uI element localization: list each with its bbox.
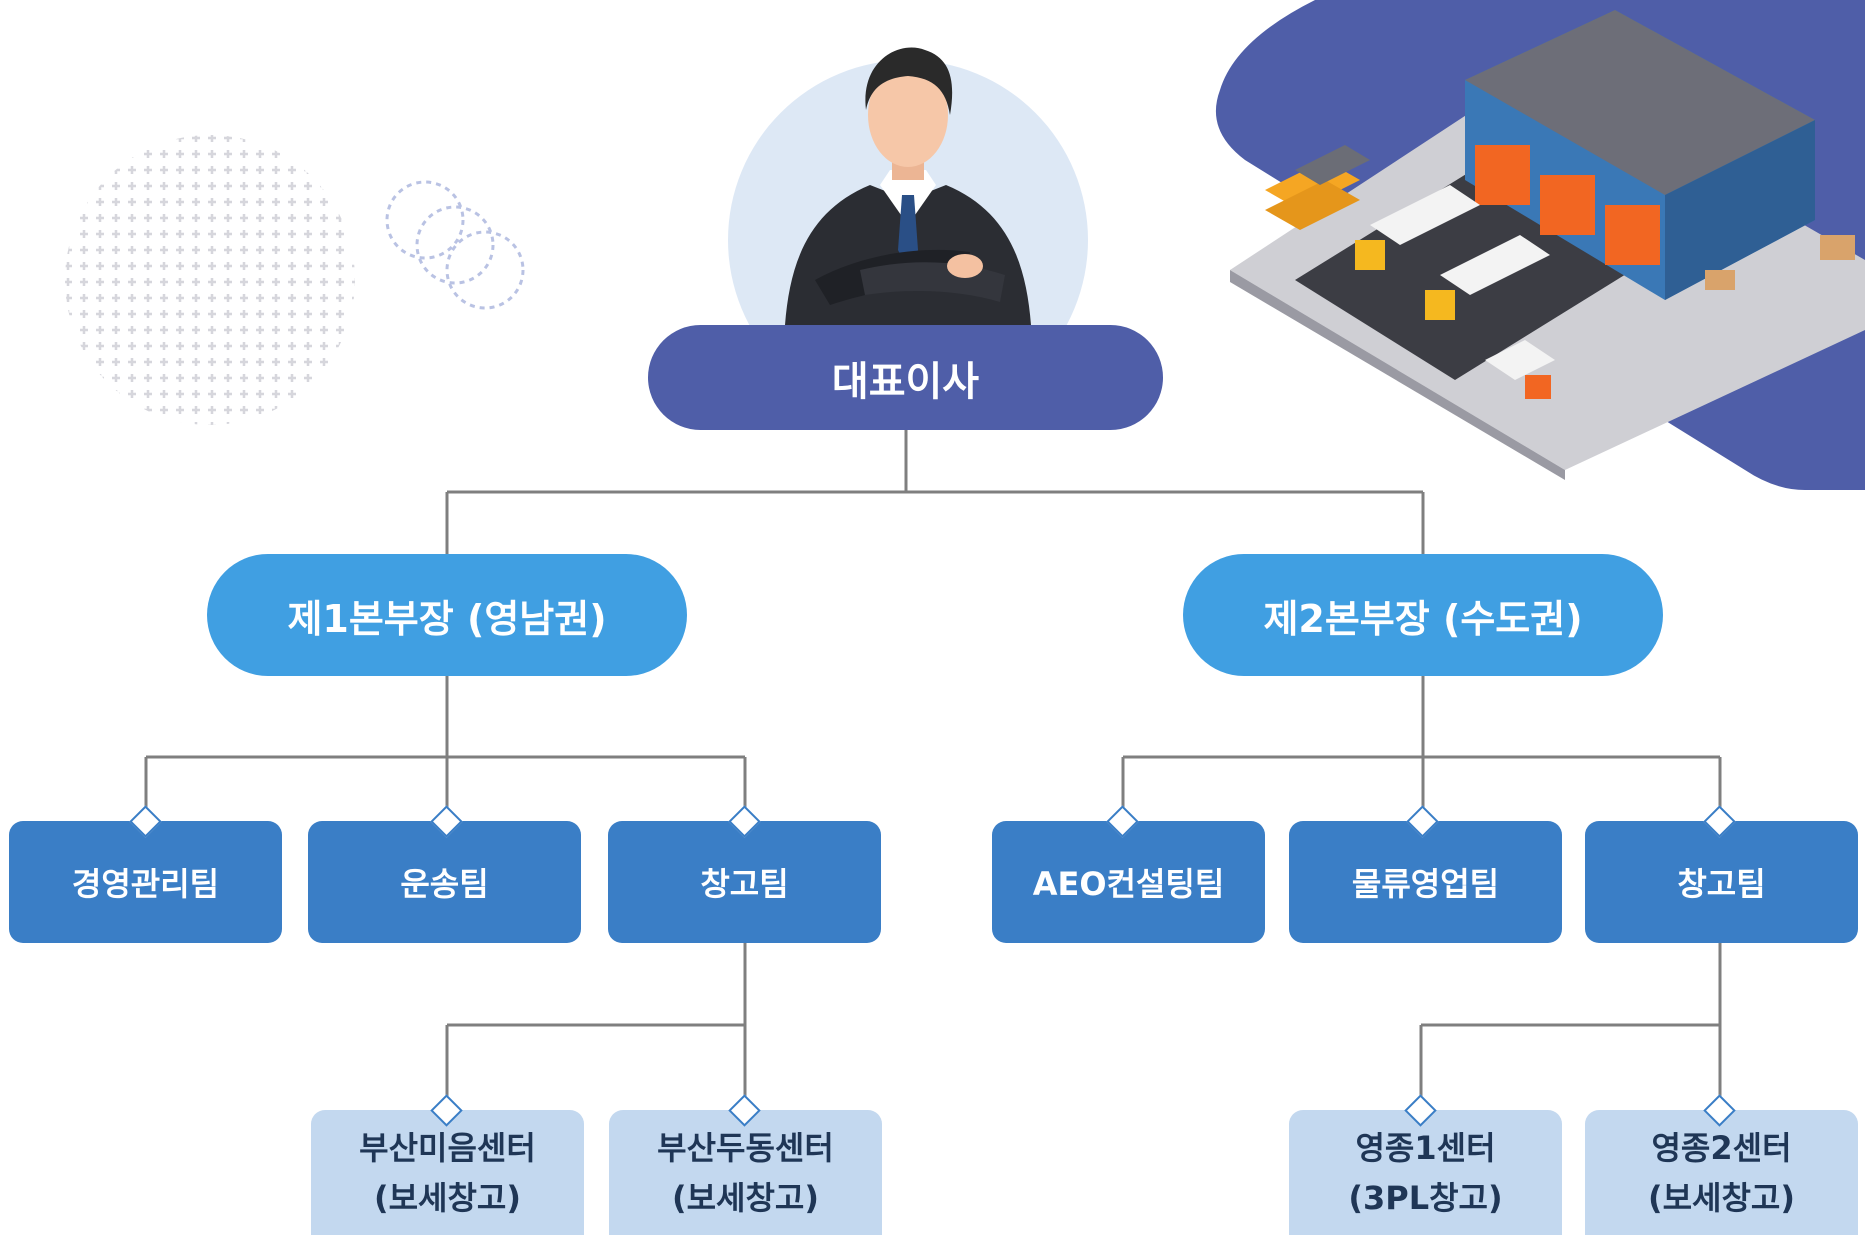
center-type: (3PL창고) (1348, 1178, 1503, 1217)
team-logistics-sales-node: 물류영업팀 (1289, 821, 1562, 943)
team-warehouse-2-node: 창고팀 (1585, 821, 1858, 943)
hq-yeongnam-node: 제1본부장 (영남권) (207, 554, 687, 676)
center-busan-mieum-node: 부산미음센터 (보세창고) (311, 1110, 584, 1235)
team-transport-node: 운송팀 (308, 821, 581, 943)
center-yeongjong-2-node: 영종2센터 (보세창고) (1585, 1110, 1858, 1235)
dashed-rings-decoration (385, 180, 525, 310)
center-type: (보세창고) (671, 1178, 819, 1217)
center-name: 부산두동센터 (657, 1128, 834, 1167)
dot-pattern-decoration (65, 135, 355, 425)
team-management-node: 경영관리팀 (9, 821, 282, 943)
center-name: 영종1센터 (1355, 1128, 1496, 1167)
center-type: (보세창고) (373, 1178, 521, 1217)
center-name: 영종2센터 (1651, 1128, 1792, 1167)
hq-sudogwon-node: 제2본부장 (수도권) (1183, 554, 1663, 676)
center-name: 부산미음센터 (359, 1128, 536, 1167)
team-aeo-consulting-node: AEO컨설팅팀 (992, 821, 1265, 943)
center-busan-dudong-node: 부산두동센터 (보세창고) (609, 1110, 882, 1235)
warehouse-illustration (1215, 0, 1865, 490)
center-yeongjong-1-node: 영종1센터 (3PL창고) (1289, 1110, 1562, 1235)
ceo-node: 대표이사 (648, 325, 1163, 430)
executive-illustration (728, 47, 1088, 325)
center-type: (보세창고) (1647, 1178, 1795, 1217)
team-warehouse-1-node: 창고팀 (608, 821, 881, 943)
